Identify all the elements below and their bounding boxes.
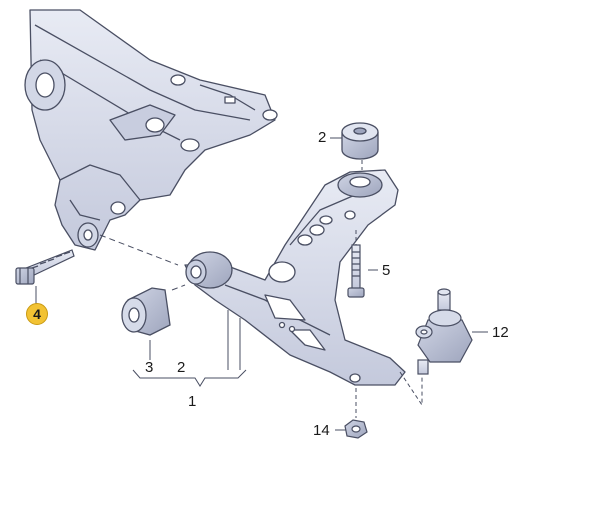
bolt-4	[15, 249, 75, 285]
front-bushing	[121, 287, 171, 336]
label-part-3: 3	[145, 359, 154, 376]
control-arm	[184, 169, 406, 386]
label-part-14: 14	[313, 422, 330, 439]
nut-14	[344, 419, 368, 439]
label-part-4-highlight: 4	[26, 303, 48, 325]
assembly-guide-lines	[35, 137, 488, 431]
bush-rubber-mount	[341, 122, 379, 160]
bolt-5	[347, 244, 365, 298]
label-part-12: 12	[492, 324, 509, 341]
label-part-5: 5	[382, 262, 391, 279]
subframe	[24, 9, 278, 251]
label-part-2-bracket: 2	[177, 359, 186, 376]
label-part-1: 1	[188, 393, 197, 410]
ball-joint	[415, 288, 473, 375]
label-part-2-top: 2	[318, 129, 327, 146]
